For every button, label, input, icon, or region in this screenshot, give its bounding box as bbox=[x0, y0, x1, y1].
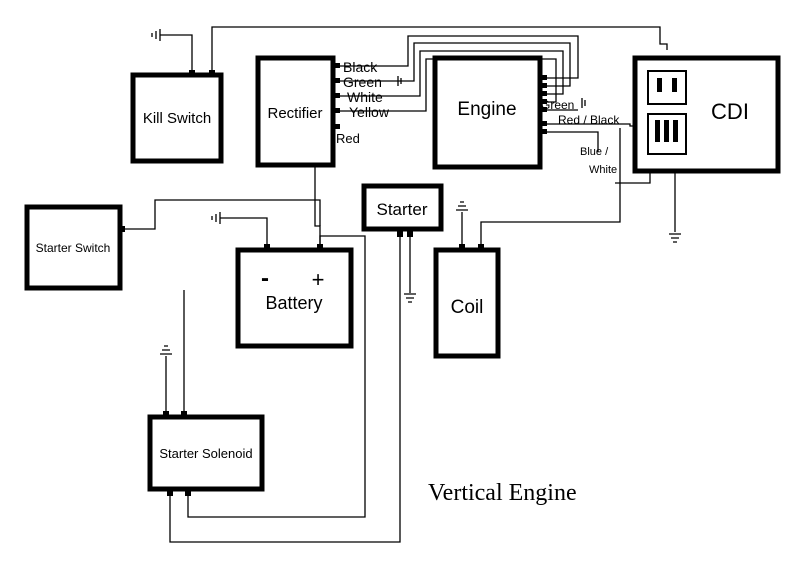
terminal bbox=[673, 120, 678, 142]
starter-solenoid-label: Starter Solenoid bbox=[159, 446, 252, 461]
ground-symbols bbox=[151, 29, 681, 355]
engine-label: Engine bbox=[457, 99, 516, 120]
cdi-label: CDI bbox=[711, 99, 749, 124]
starter-solenoid-box bbox=[147, 414, 265, 492]
ground-icon bbox=[404, 293, 416, 303]
terminal bbox=[539, 75, 547, 80]
terminal bbox=[657, 78, 662, 92]
terminal bbox=[317, 244, 323, 252]
wire-cdi-coil bbox=[480, 128, 621, 250]
starter-switch-box bbox=[24, 204, 123, 291]
battery-box bbox=[235, 247, 354, 349]
wire-label-red-black: Red / Black bbox=[558, 113, 620, 127]
ground-icon bbox=[669, 233, 681, 243]
wire-kill-cdi bbox=[211, 26, 668, 75]
kill-switch-box bbox=[130, 72, 224, 164]
wire-label-engine-green: Green bbox=[541, 98, 574, 112]
wire-label-green: Green bbox=[343, 74, 382, 90]
terminal bbox=[332, 78, 340, 83]
wire-battery-ground bbox=[220, 217, 268, 250]
wire-kill-ground bbox=[160, 34, 193, 75]
wire-label-white-2: White bbox=[589, 164, 617, 176]
ground-icon bbox=[397, 76, 402, 86]
rectifier-box bbox=[255, 55, 336, 168]
terminal bbox=[332, 124, 340, 129]
ground-icon bbox=[151, 29, 161, 41]
ground-icon bbox=[581, 98, 586, 108]
terminal bbox=[664, 120, 669, 142]
starter-label: Starter bbox=[376, 200, 427, 219]
terminal bbox=[539, 83, 547, 88]
battery-minus-label: - bbox=[261, 265, 269, 292]
terminal bbox=[397, 228, 403, 237]
terminal bbox=[332, 63, 340, 68]
terminal bbox=[118, 226, 125, 232]
wire-white bbox=[333, 50, 564, 97]
terminal bbox=[181, 411, 187, 419]
wire-battery-solenoid bbox=[187, 235, 366, 518]
wire-label-blue: Blue / bbox=[580, 146, 609, 158]
kill-switch-label: Kill Switch bbox=[143, 110, 211, 127]
terminal bbox=[539, 107, 547, 112]
diagram-caption: Vertical Engine bbox=[428, 480, 577, 506]
terminal bbox=[672, 78, 677, 92]
wire-label-red: Red bbox=[336, 131, 360, 146]
coil-box bbox=[433, 247, 501, 359]
terminal bbox=[167, 487, 173, 496]
rectifier-label: Rectifier bbox=[267, 105, 322, 122]
battery-label: Battery bbox=[265, 293, 322, 313]
coil-label: Coil bbox=[451, 297, 484, 318]
terminal bbox=[185, 487, 191, 496]
ground-icon bbox=[456, 201, 468, 211]
battery-plus-label: + bbox=[312, 267, 325, 292]
terminal bbox=[189, 70, 195, 77]
terminal bbox=[539, 129, 547, 134]
terminal bbox=[478, 244, 484, 252]
terminal bbox=[539, 121, 547, 126]
terminal bbox=[539, 99, 547, 104]
ground-icon bbox=[211, 212, 221, 224]
ground-icon bbox=[160, 345, 172, 355]
wire-startsw-top bbox=[122, 199, 321, 230]
terminal bbox=[163, 411, 169, 419]
wire-label-yellow: Yellow bbox=[349, 104, 390, 120]
wire-label-black: Black bbox=[343, 59, 378, 75]
cdi-connector-top bbox=[647, 70, 687, 105]
wire-label-white: White bbox=[347, 89, 383, 105]
starter-switch-label: Starter Switch bbox=[36, 241, 111, 255]
terminal bbox=[264, 244, 270, 252]
terminals bbox=[118, 63, 678, 496]
terminal bbox=[459, 244, 465, 252]
terminal bbox=[655, 120, 660, 142]
terminal bbox=[332, 93, 340, 98]
wire-blue-white bbox=[540, 131, 599, 152]
terminal bbox=[407, 228, 413, 237]
wire-starter-solenoid bbox=[169, 230, 401, 543]
terminal bbox=[332, 108, 340, 113]
wire-black bbox=[333, 35, 579, 79]
engine-box bbox=[432, 55, 543, 170]
terminal bbox=[539, 91, 547, 96]
terminal bbox=[209, 70, 215, 77]
